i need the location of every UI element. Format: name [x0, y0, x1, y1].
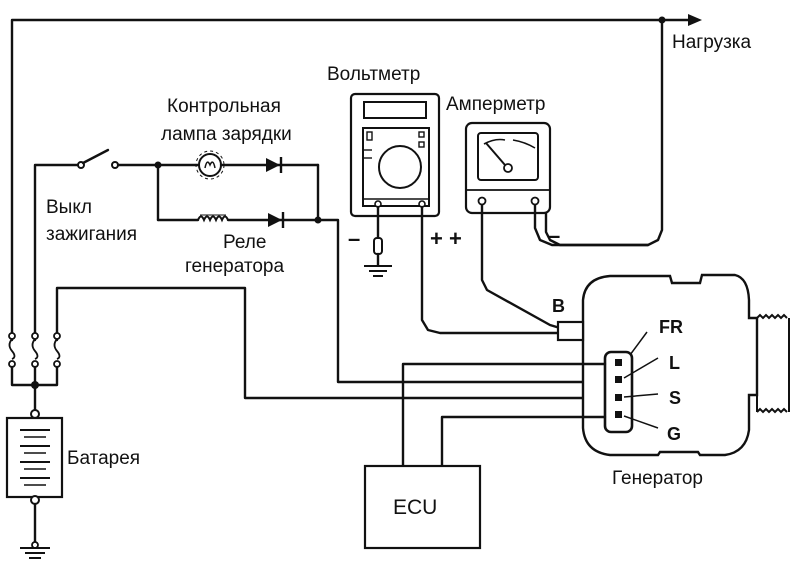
fuse-icon — [31, 332, 39, 368]
positive-signs: + + — [430, 226, 462, 251]
generator-icon — [556, 273, 790, 457]
relay-label-1: Реле — [223, 232, 266, 253]
terminal-fr-label: FR — [659, 317, 683, 337]
relay-label-2: генератора — [185, 256, 284, 277]
voltmeter-label: Вольтметр — [327, 64, 420, 85]
voltmeter-positive-lead — [420, 205, 562, 335]
ammeter-positive-lead — [480, 203, 562, 330]
ground-icon — [20, 541, 50, 559]
ignition-switch-label-2: зажигания — [46, 224, 137, 245]
lamp-diode-icon — [266, 157, 283, 173]
charge-lamp-label-2: лампа зарядки — [161, 124, 292, 145]
fuse-icon — [8, 332, 16, 368]
s-terminal-wire — [55, 286, 607, 400]
relay-diode-icon — [268, 212, 285, 228]
battery-icon — [5, 409, 64, 545]
charge-lamp-label-1: Контрольная — [167, 96, 281, 117]
load-label: Нагрузка — [672, 32, 752, 53]
voltmeter-negative-sign: – — [348, 226, 360, 251]
terminal-s-label: S — [669, 388, 681, 408]
battery-label: Батарея — [67, 448, 140, 469]
ammeter-negative-sign: – — [548, 223, 560, 248]
relay-coil-icon — [197, 214, 229, 223]
ammeter-negative-lead — [533, 203, 650, 247]
ecu-label: ECU — [393, 496, 437, 519]
g-terminal-wire — [440, 415, 607, 468]
ecu-box — [363, 464, 482, 550]
fr-terminal-wire — [401, 362, 607, 468]
generator-label: Генератор — [612, 468, 703, 489]
terminal-b-label: B — [552, 296, 565, 316]
terminal-l-label: L — [669, 353, 680, 373]
lamp-relay-branch — [154, 150, 607, 384]
terminal-g-label: G — [667, 424, 681, 444]
ignition-switch — [33, 148, 160, 342]
voltmeter-ground-lead — [364, 205, 392, 277]
fuses — [8, 332, 61, 412]
ignition-switch-label-1: Выкл — [46, 197, 92, 218]
ammeter-icon — [464, 121, 552, 215]
ammeter-label: Амперметр — [446, 94, 545, 115]
fuse-icon — [53, 332, 61, 368]
voltmeter-icon — [349, 92, 441, 218]
